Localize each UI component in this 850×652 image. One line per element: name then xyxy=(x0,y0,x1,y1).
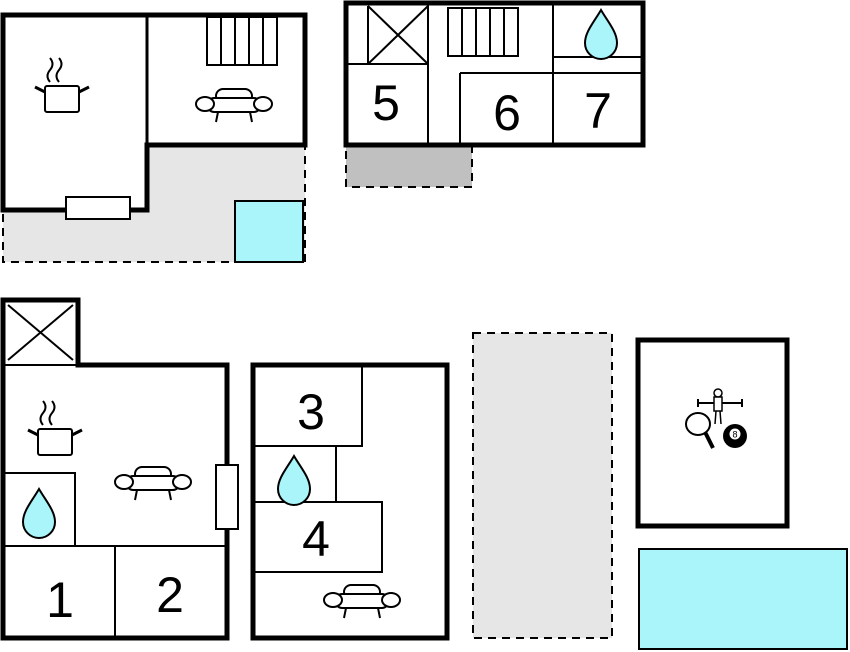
bottom-left-building-walls xyxy=(0,297,230,641)
svg-text:8: 8 xyxy=(732,430,737,440)
top-left-window xyxy=(65,196,131,220)
water-drop-icon xyxy=(277,455,311,506)
storage-cross-icon xyxy=(7,304,74,361)
cooking-pot-icon xyxy=(26,399,84,457)
games-room-walls xyxy=(635,337,790,529)
stairs-icon xyxy=(447,7,519,57)
sofa-icon xyxy=(323,584,401,619)
bottom-left-window xyxy=(215,464,239,530)
room-number-7: 7 xyxy=(584,83,612,139)
pool-large xyxy=(638,548,848,650)
sofa-icon xyxy=(114,466,192,501)
room-number-2: 2 xyxy=(156,567,184,623)
stairs-icon xyxy=(206,16,278,66)
room-number-5: 5 xyxy=(372,75,400,131)
water-drop-icon xyxy=(22,488,56,539)
storage-cross-icon xyxy=(367,5,429,65)
table-tennis-icon xyxy=(685,412,715,449)
cooking-pot-icon xyxy=(33,56,91,114)
sofa-icon xyxy=(195,88,273,123)
water-drop-icon xyxy=(584,9,618,60)
room-number-4: 4 xyxy=(302,511,330,567)
billiard-ball-icon: 8 xyxy=(723,424,747,448)
pool-small xyxy=(234,200,304,263)
room-number-3: 3 xyxy=(297,384,325,440)
room-number-6: 6 xyxy=(493,85,521,141)
room-number-1: 1 xyxy=(46,572,74,628)
foosball-icon xyxy=(697,388,743,425)
carport xyxy=(345,144,473,188)
outdoor-area xyxy=(472,332,613,639)
